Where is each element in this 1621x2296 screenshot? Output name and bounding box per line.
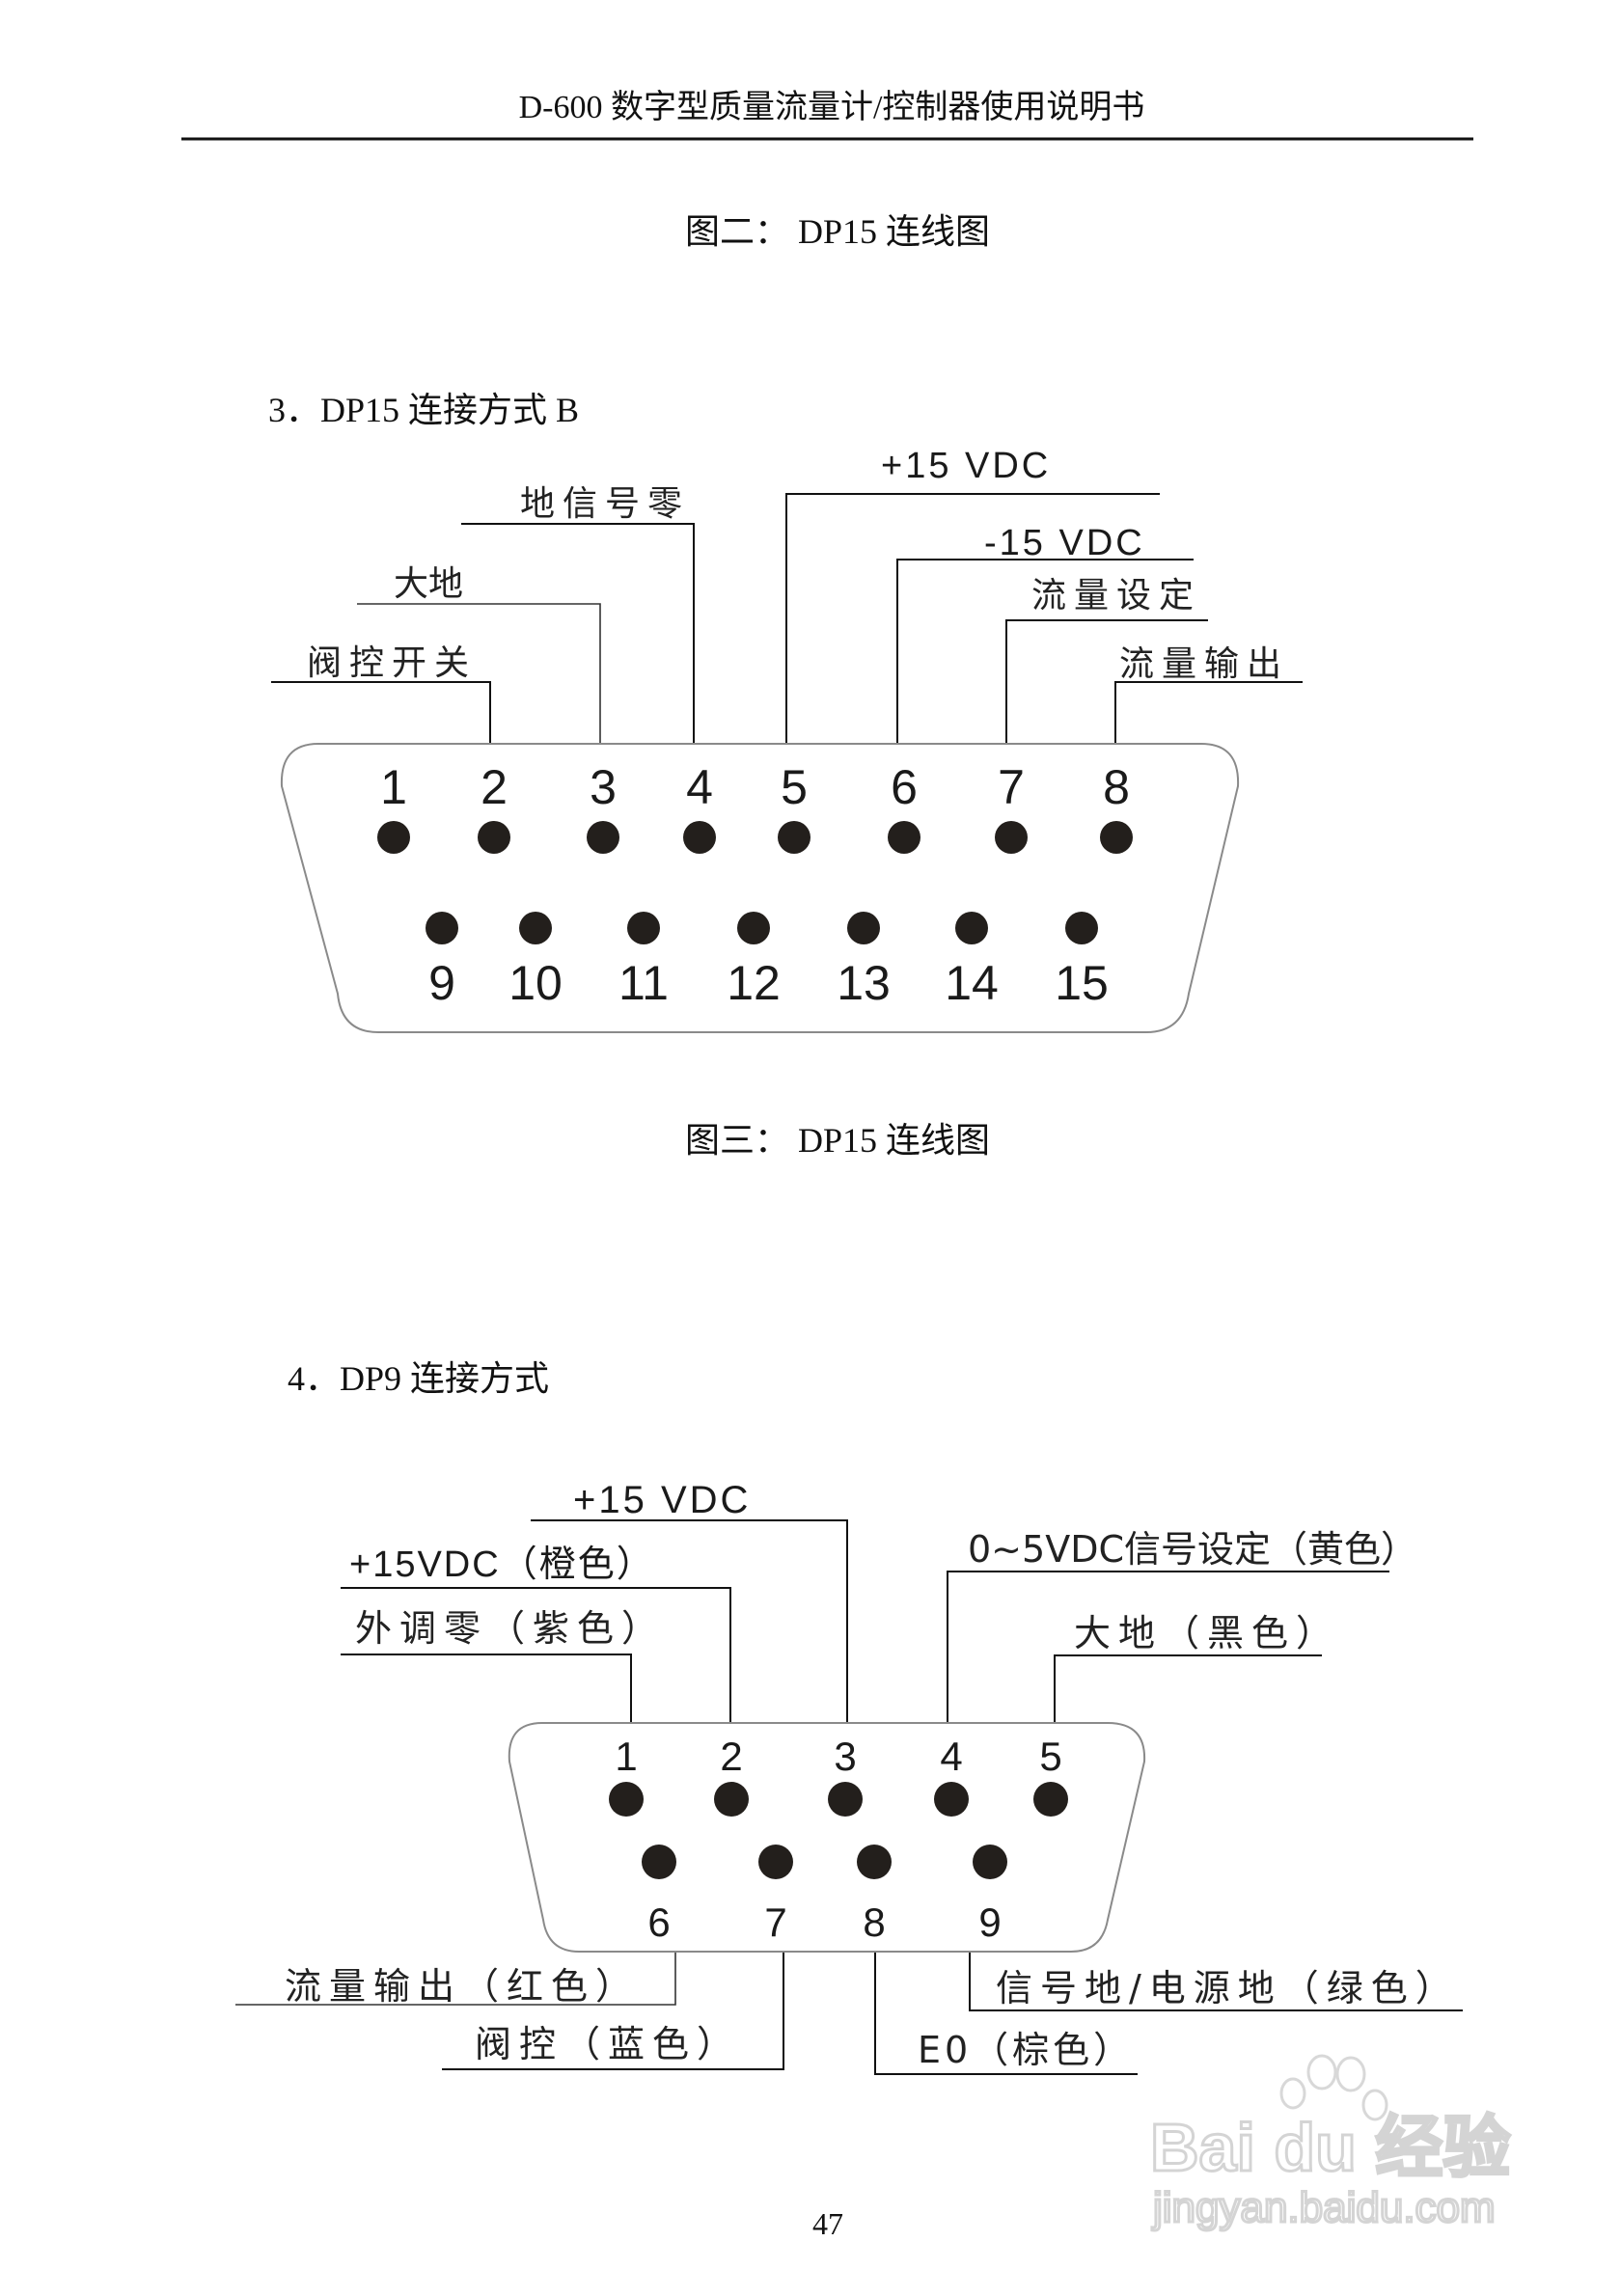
dp15-pin-number-10: 10: [508, 956, 563, 1010]
leader-dp9-pin3: [531, 1519, 848, 1723]
dp9-label-pin1: 外调零（紫色）: [355, 1607, 666, 1650]
leader-pin3: [357, 603, 601, 744]
leader-pin8: [1114, 681, 1303, 744]
dp15-pin-number-14: 14: [945, 956, 999, 1010]
section3-heading: 3．DP15 连接方式 B: [268, 391, 579, 429]
dp15-pin-number-9: 9: [428, 956, 455, 1010]
dp15-pin-11: [627, 912, 660, 944]
leader-pin5: [785, 493, 1160, 744]
dp15-pin-13: [847, 912, 880, 944]
dp9-pin-number-2: 2: [720, 1734, 742, 1779]
dp9-label-pin6: 流量输出（红色）: [285, 1965, 640, 2008]
dp15-pin-8: [1100, 821, 1133, 854]
watermark-brand: Bai du 经验: [1150, 2110, 1510, 2185]
leader-pin7: [1005, 619, 1208, 744]
dp9-pin-number-9: 9: [978, 1900, 1001, 1945]
dp9-label-pin4: 0~5VDC信号设定（黄色）: [968, 1528, 1417, 1571]
section4-heading: 4．DP9 连接方式: [288, 1359, 549, 1398]
dp9-pin-number-3: 3: [834, 1734, 856, 1779]
dp15-pin-12: [737, 912, 770, 944]
figure2-caption: 图二： DP15 连线图: [685, 212, 990, 251]
dp15-pin-number-3: 3: [590, 760, 617, 814]
dp15-leaders: [271, 493, 1303, 744]
dp15-label-pin8: 流量输出: [1119, 644, 1289, 684]
dp9-pins: 1 2 3 4 5 6 7 8 9: [609, 1734, 1068, 1945]
dp9-label-pin2: +15VDC（橙色）: [349, 1544, 655, 1585]
dp9-pin-4: [934, 1782, 969, 1817]
dp9-pin-3: [828, 1782, 863, 1817]
dp9-pin-number-1: 1: [615, 1734, 637, 1779]
dp15-pin-number-7: 7: [998, 760, 1025, 814]
dp15-label-pin4: 地信号零: [520, 484, 690, 524]
leader-dp9-pin4: [947, 1571, 1389, 1723]
dp9-label-pin8: E0（棕色）: [918, 2029, 1134, 2071]
leader-dp9-pin9: [969, 1952, 1463, 2011]
dp15-pin-number-2: 2: [481, 760, 508, 814]
dp9-pin-number-5: 5: [1039, 1734, 1061, 1779]
leader-dp9-pin7: [442, 1952, 784, 2070]
dp15-pin-number-5: 5: [781, 760, 808, 814]
dp9-label-pin7: 阀控（蓝色）: [475, 2023, 741, 2065]
dp9-pin-number-6: 6: [647, 1900, 670, 1945]
dp9-pin-5: [1033, 1782, 1068, 1817]
dp15-connector-shell: [280, 743, 1240, 1033]
baidu-jingyan-watermark: Bai du 经验 jingyan.baidu.com: [1149, 2054, 1512, 2233]
leader-dp9-pin5: [1054, 1654, 1322, 1723]
dp9-pin-2: [714, 1782, 749, 1817]
dp9-pin-1: [609, 1782, 644, 1817]
dp15-pin-1: [377, 821, 410, 854]
dp9-label-pin9: 信号地/电源地（绿色）: [996, 1967, 1460, 2009]
watermark-url: jingyan.baidu.com: [1151, 2184, 1496, 2231]
dp15-pin-14: [955, 912, 988, 944]
dp9-leaders: [235, 1519, 1463, 2075]
dp15-pin-number-13: 13: [837, 956, 891, 1010]
dp15-label-pin7: 流量设定: [1031, 576, 1201, 615]
dp9-pin-number-4: 4: [940, 1734, 962, 1779]
dp15-pin-number-6: 6: [891, 760, 918, 814]
figure3-caption: 图三： DP15 连线图: [685, 1121, 990, 1160]
paw-icon: [1279, 2054, 1388, 2121]
dp9-pin-number-7: 7: [764, 1900, 786, 1945]
dp9-pin-number-8: 8: [863, 1900, 885, 1945]
leader-pin6: [896, 559, 1194, 744]
dp15-pin-9: [426, 912, 458, 944]
dp9-label-pin3: +15 VDC: [573, 1479, 751, 1521]
header-title: D-600 数字型质量流量计/控制器使用说明书: [519, 89, 1145, 125]
page-number: 47: [812, 2206, 843, 2241]
dp15-label-pin2: 阀控开关: [307, 643, 477, 683]
dp9-pin-6: [642, 1845, 676, 1879]
dp15-pin-10: [519, 912, 552, 944]
leader-dp9-pin8: [874, 1952, 1138, 2075]
leader-pin4: [461, 523, 695, 744]
dp9-pin-7: [758, 1845, 793, 1879]
dp15-label-pin6: -15 VDC: [984, 523, 1145, 563]
dp15-label-pin3: 大地: [394, 564, 463, 604]
dp15-label-pin5: +15 VDC: [881, 446, 1051, 486]
dp15-pin-15: [1065, 912, 1098, 944]
leader-dp9-pin2: [341, 1587, 731, 1723]
dp15-pin-number-1: 1: [380, 760, 407, 814]
leader-dp9-pin1: [341, 1654, 632, 1723]
dp9-label-pin5: 大地（黑色）: [1074, 1612, 1340, 1654]
dp15-pin-3: [587, 821, 619, 854]
dp15-pin-number-12: 12: [727, 956, 781, 1010]
dp15-pin-2: [478, 821, 510, 854]
dp15-pin-5: [778, 821, 810, 854]
dp15-pin-6: [888, 821, 920, 854]
dp15-pin-number-8: 8: [1103, 760, 1130, 814]
dp9-connector-shell: [508, 1722, 1146, 1953]
dp9-pin-9: [973, 1845, 1007, 1879]
leader-dp9-pin6: [235, 1952, 676, 2006]
dp15-pin-number-15: 15: [1055, 956, 1109, 1010]
dp15-pin-4: [683, 821, 716, 854]
dp15-pin-number-11: 11: [618, 956, 669, 1010]
dp15-pin-7: [995, 821, 1028, 854]
leader-pin2: [271, 681, 491, 744]
dp15-pin-number-4: 4: [686, 760, 713, 814]
dp9-pin-8: [857, 1845, 892, 1879]
